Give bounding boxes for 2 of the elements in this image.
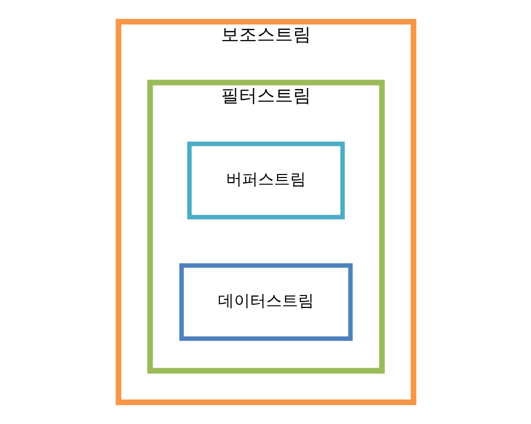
node-box: 데이터스트림 <box>178 263 352 341</box>
node-box: 버퍼스트림 <box>186 142 344 220</box>
